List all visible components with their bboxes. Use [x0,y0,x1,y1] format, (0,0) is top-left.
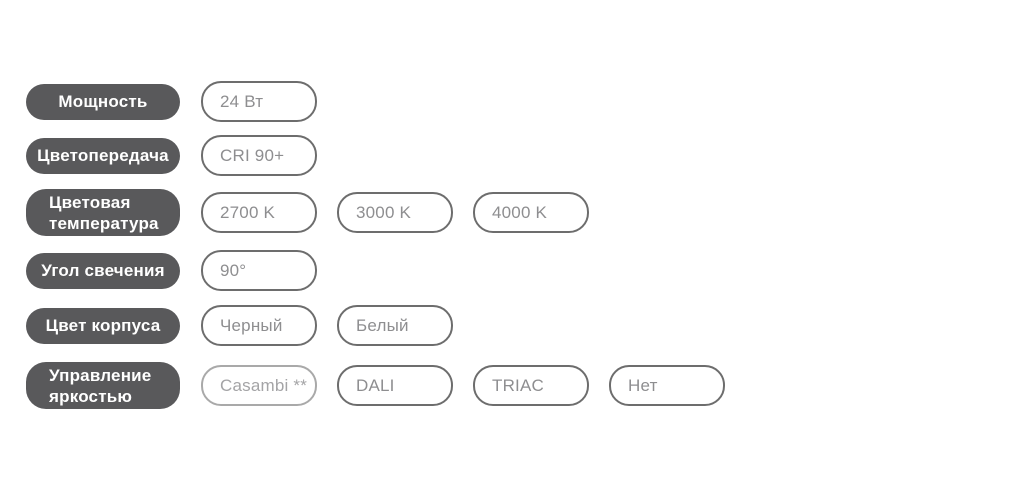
spec-row-color-temperature: Цветовая температура 2700 K 3000 K 4000 … [26,189,725,236]
filter-label-power: Мощность [26,83,180,120]
options-beam-angle: 90° [201,250,317,291]
spec-row-dimming-control: Управление яркостью Casambi ** DALI TRIA… [26,362,725,409]
filter-label-color-temperature: Цветовая температура [26,189,180,236]
filter-label-color-rendering-text: Цветопередача [37,146,169,165]
option-2700k-text: 2700 K [220,202,276,222]
spec-row-housing-color: Цвет корпуса Черный Белый [26,305,725,346]
filter-label-dimming-control-text: Управление яркостью [49,365,152,406]
options-housing-color: Черный Белый [201,305,453,346]
filter-label-housing-color-text: Цвет корпуса [45,316,161,335]
filter-label-color-rendering: Цветопередача [26,137,180,174]
option-none[interactable]: Нет [609,365,725,406]
option-cri-90[interactable]: CRI 90+ [201,135,317,176]
filter-label-housing-color: Цвет корпуса [26,307,180,344]
options-power: 24 Вт [201,81,317,122]
option-24w[interactable]: 24 Вт [201,81,317,122]
option-dali-text: DALI [356,375,395,395]
option-2700k[interactable]: 2700 K [201,192,317,233]
option-90deg[interactable]: 90° [201,250,317,291]
option-3000k-text: 3000 K [356,202,412,222]
option-triac[interactable]: TRIAC [473,365,589,406]
option-none-text: Нет [628,375,658,395]
option-4000k[interactable]: 4000 K [473,192,589,233]
filter-label-beam-angle-text: Угол свечения [41,261,165,280]
option-24w-text: 24 Вт [220,91,264,111]
option-dali[interactable]: DALI [337,365,453,406]
option-black[interactable]: Черный [201,305,317,346]
option-white-text: Белый [356,315,409,335]
filter-label-color-temperature-text: Цветовая температура [49,192,159,233]
option-black-text: Черный [220,315,283,335]
product-spec-filter-panel: Мощность 24 Вт Цветопередача CRI 90+ Цве… [26,81,725,409]
spec-row-power: Мощность 24 Вт [26,81,725,122]
option-cri-90-text: CRI 90+ [220,145,285,165]
options-color-temperature: 2700 K 3000 K 4000 K [201,192,589,233]
spec-row-beam-angle: Угол свечения 90° [26,250,725,291]
filter-label-power-text: Мощность [58,92,148,111]
spec-row-color-rendering: Цветопередача CRI 90+ [26,135,725,176]
options-color-rendering: CRI 90+ [201,135,317,176]
option-4000k-text: 4000 K [492,202,548,222]
option-3000k[interactable]: 3000 K [337,192,453,233]
filter-label-beam-angle: Угол свечения [26,252,180,289]
option-casambi[interactable]: Casambi ** [201,365,317,406]
option-triac-text: TRIAC [492,375,544,395]
option-90deg-text: 90° [220,260,247,280]
option-white[interactable]: Белый [337,305,453,346]
option-casambi-text: Casambi ** [220,375,308,395]
filter-label-dimming-control: Управление яркостью [26,362,180,409]
options-dimming-control: Casambi ** DALI TRIAC Нет [201,365,725,406]
